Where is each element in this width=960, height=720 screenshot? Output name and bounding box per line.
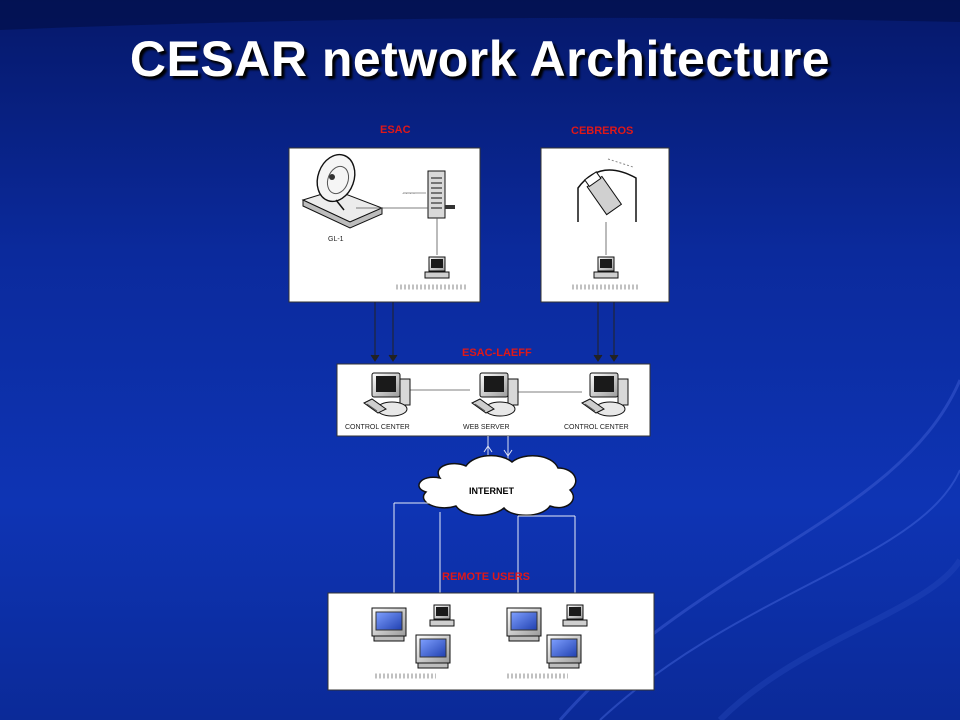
esac-box <box>288 147 481 303</box>
cebreros-box <box>540 147 670 303</box>
server-icon <box>427 170 455 219</box>
cebreros-workstation-icon <box>593 256 619 279</box>
esac-laeff-site: ESAC-LAEFF CONTROL CENTER WEB SERVER CON… <box>336 347 651 437</box>
site-connectors <box>370 302 619 362</box>
remote-user-monitor-icon <box>371 607 407 642</box>
telescope-icon <box>577 158 637 222</box>
remote-user-monitor-icon <box>415 634 451 669</box>
esac-laeff-label: ESAC-LAEFF <box>462 347 532 359</box>
cebreros-site: CEBREROS <box>540 125 670 303</box>
node-label-web-server: WEB SERVER <box>463 424 510 431</box>
internet-label: INTERNET <box>469 486 515 496</box>
node-label-control-center: CONTROL CENTER <box>345 424 410 431</box>
internet-user-connectors <box>393 502 576 606</box>
esac-label: ESAC <box>380 124 411 136</box>
remote-user-workstation-icon <box>429 604 455 627</box>
cebreros-label: CEBREROS <box>571 125 633 137</box>
page-title: CESAR network Architecture <box>129 31 831 87</box>
internet-cloud: INTERNET <box>418 454 577 516</box>
node-label-control-center: CONTROL CENTER <box>564 424 629 431</box>
server-text: · · · · <box>402 191 415 197</box>
remote-user-workstation-icon <box>562 604 588 627</box>
remote-user-monitor-icon <box>546 634 582 669</box>
satellite-dish-icon <box>301 153 384 229</box>
esac-site: ESAC GL-1 · · · · <box>288 124 481 303</box>
remote-users-site: REMOTE USERS <box>327 571 655 691</box>
remote-users-label: REMOTE USERS <box>442 571 530 583</box>
remote-user-monitor-icon <box>506 607 542 642</box>
antenna-label: GL-1 <box>328 236 344 243</box>
esac-workstation-icon <box>424 256 450 279</box>
